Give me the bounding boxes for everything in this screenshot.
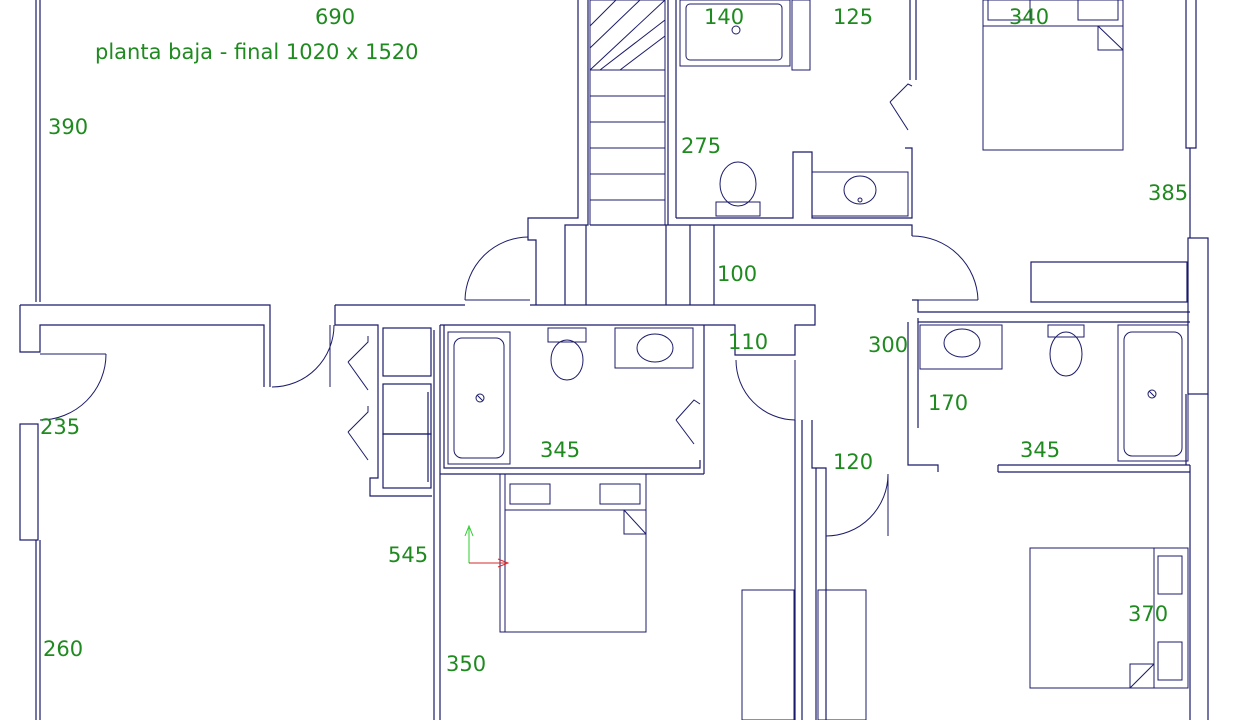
- staircase: [589, 0, 666, 225]
- doors: [39, 83, 979, 537]
- axis-indicator: [464, 524, 510, 568]
- dimension-label: 390: [48, 115, 88, 139]
- fixtures: [447, 0, 1189, 720]
- dimension-label: 370: [1128, 602, 1168, 626]
- toilet-left: [550, 339, 584, 381]
- wardrobe-left: [741, 589, 795, 720]
- window-right: [1187, 237, 1209, 395]
- walls: [19, 0, 1209, 720]
- sink-top: [811, 171, 909, 217]
- dimension-label: 690: [315, 5, 355, 29]
- wardrobe-right: [817, 589, 867, 720]
- sink-left: [614, 327, 694, 369]
- window-left: [19, 423, 39, 541]
- dimension-label: 260: [43, 637, 83, 661]
- dimension-label: 235: [40, 415, 80, 439]
- toilet-right: [1049, 331, 1083, 377]
- dimension-label: 300: [868, 333, 908, 357]
- dimension-label: 545: [388, 543, 428, 567]
- dimension-label: 275: [681, 134, 721, 158]
- bed-top: [982, 0, 1124, 151]
- dimension-label: 345: [540, 438, 580, 462]
- bathtub-left: [447, 331, 511, 465]
- plan-title: planta baja - final 1020 x 1520: [95, 40, 419, 64]
- dimension-label: 350: [446, 652, 486, 676]
- toilet-top: [719, 161, 757, 207]
- dimension-label: 170: [928, 391, 968, 415]
- bed-center: [499, 473, 647, 633]
- dimension-labels: planta baja - final 1020 x 1520 690 140 …: [40, 5, 1188, 676]
- dimension-label: 125: [833, 5, 873, 29]
- dimension-label: 100: [717, 262, 757, 286]
- dimension-label: 340: [1009, 5, 1049, 29]
- dimension-label: 385: [1148, 181, 1188, 205]
- dimension-label: 120: [833, 450, 873, 474]
- dimension-label: 110: [728, 330, 768, 354]
- bathtub-right: [1117, 324, 1189, 462]
- dimension-label: 345: [1020, 438, 1060, 462]
- bathtub-top: [679, 0, 791, 67]
- bed-right: [1029, 547, 1189, 689]
- dimension-label: 140: [704, 5, 744, 29]
- sink-right: [919, 324, 1003, 370]
